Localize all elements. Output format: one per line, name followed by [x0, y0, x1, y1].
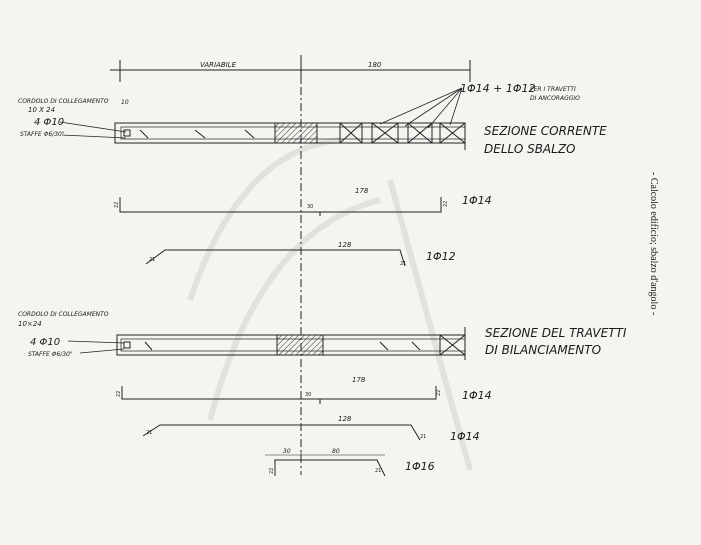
- bar1-length: 178: [355, 187, 369, 195]
- bar3-hook-left: 22: [116, 391, 122, 397]
- bar2-end-right: 21: [400, 261, 406, 267]
- bar4-length: 128: [338, 415, 352, 423]
- bar5-hook-left: 22: [269, 468, 275, 474]
- bar2-label: 1Φ12: [426, 250, 456, 263]
- bar1-shape: [119, 197, 442, 216]
- section2-title-line1: SEZIONE DEL TRAVETTI: [485, 326, 627, 340]
- bar4-label: 1Φ14: [450, 430, 480, 443]
- bar3-hook-right: 22: [436, 390, 442, 396]
- bars-4phi10-1: 4 Φ10: [34, 117, 64, 128]
- bar5-end-right: 21: [375, 468, 381, 474]
- section1-title-line2: DELLO SBALZO: [484, 142, 576, 156]
- section2-beam: [116, 327, 466, 360]
- section1-title-line1: SEZIONE CORRENTE: [484, 124, 607, 138]
- bar5-label: 1Φ16: [405, 460, 435, 473]
- cordolo-size-2: 10×24: [18, 320, 42, 328]
- bar4-end-left: 21: [146, 430, 152, 436]
- leader-bars-rest: PER I TRAVETTI: [530, 86, 576, 93]
- cordolo-label-2: CORDOLO DI COLLEGAMENTO: [18, 311, 109, 318]
- leader-lines: [379, 87, 463, 129]
- bar3-length: 178: [352, 376, 366, 384]
- bar5-dim-80: 80: [332, 448, 340, 455]
- bar2-length: 128: [338, 241, 352, 249]
- staffe-2: STAFFE Φ6/30": [28, 351, 73, 358]
- bar5-shape: [265, 452, 386, 477]
- leader-bars-label: 1Φ14 + 1Φ12: [460, 82, 536, 95]
- leader-bars-rest2: DI ANCORAGGIO: [530, 95, 580, 102]
- bar2-shape: [145, 249, 406, 267]
- top-dimension: [110, 60, 471, 82]
- bar4-end-right: 21: [420, 434, 426, 440]
- section2-title-line2: DI BILANCIAMENTO: [485, 343, 601, 357]
- cordolo-label-1: CORDOLO DI COLLEGAMENTO: [18, 98, 109, 105]
- bar3-shape: [121, 386, 437, 404]
- bar1-hook-right: 22: [443, 201, 449, 207]
- bar4-shape: [142, 424, 421, 441]
- leader-section1: [59, 121, 127, 139]
- bar2-end-left: 21: [149, 257, 155, 263]
- staffe-1: STAFFE Φ6/30": [20, 131, 65, 138]
- bar3-mark: 30: [305, 392, 311, 398]
- side-caption: - Calcolo edificio; sbalzo d'angolo -: [648, 172, 659, 315]
- bar3-label: 1Φ14: [462, 389, 492, 402]
- small-dim-1: 10: [121, 99, 129, 106]
- bar1-label: 1Φ14: [462, 194, 492, 207]
- leader-section2: [67, 340, 125, 354]
- dim-180: 180: [368, 61, 382, 69]
- bar1-mark: 30: [307, 204, 313, 210]
- bar1-hook-left: 22: [114, 202, 120, 208]
- section1-beam: [114, 122, 466, 150]
- bars-4phi10-2: 4 Φ10: [30, 337, 60, 348]
- bar5-dim-30: 30: [283, 448, 291, 455]
- cordolo-size-1: 10 X 24: [28, 106, 55, 114]
- background-ghost-lines: [187, 137, 473, 471]
- dim-variabile: VARIABILE: [200, 61, 237, 69]
